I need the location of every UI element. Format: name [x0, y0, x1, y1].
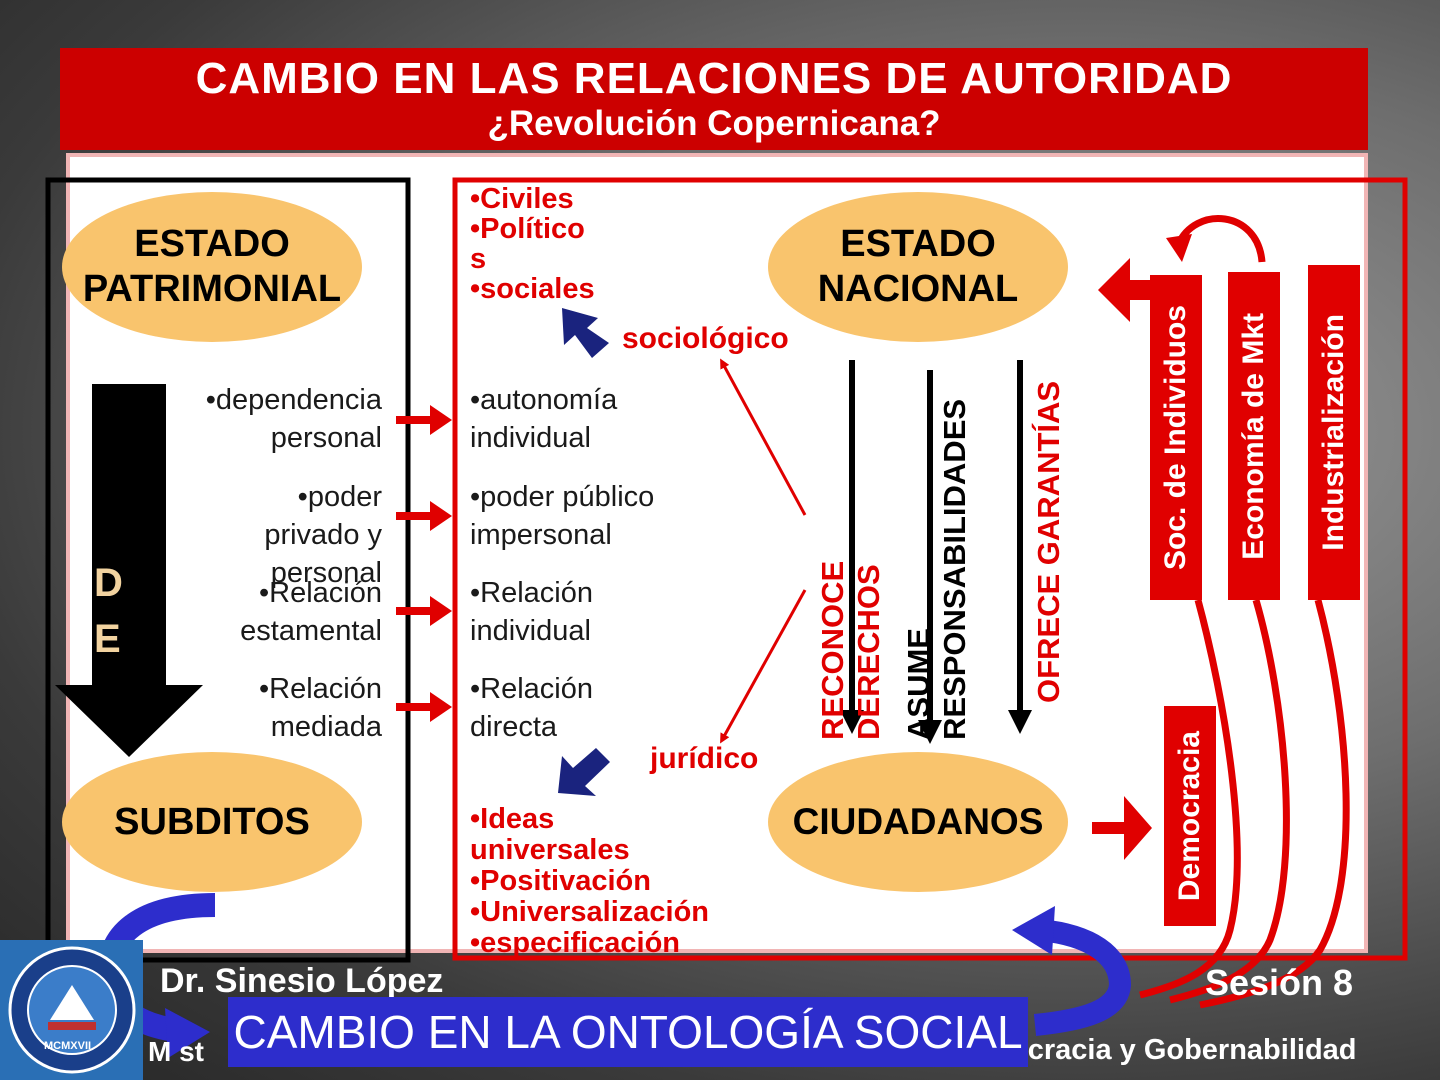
- juridico-label: jurídico: [650, 742, 759, 775]
- rights-list: •Civiles •Político s •sociales: [470, 184, 595, 304]
- letter-d: D: [94, 561, 123, 605]
- left-item-1-line-2: personal: [270, 422, 382, 454]
- ciudadanos-label: CIUDADANOS: [792, 801, 1044, 843]
- estado-patrimonial-oval: ESTADO PATRIMONIAL: [62, 192, 362, 342]
- responsabilidades-label: RESPONSABILIDADES: [937, 398, 972, 740]
- letter-e: E: [94, 617, 121, 661]
- estado-patrimonial-label: ESTADO PATRIMONIAL: [82, 223, 342, 310]
- slide-subtitle: ¿Revolución Copernicana?: [487, 104, 941, 143]
- left-frame: [45, 177, 411, 963]
- democracia-label: Democracia: [1173, 730, 1206, 902]
- left-item-4-line-2: mediada: [270, 711, 382, 743]
- left-item-4: •Relación mediada: [170, 670, 382, 746]
- de-letters: D E: [94, 555, 123, 667]
- estado-nacional-label: ESTADO NACIONAL: [817, 223, 1019, 310]
- left-item-3: •Relación estamental: [170, 574, 382, 650]
- sociologico-line: [720, 358, 807, 516]
- middle-item-4-line-1: •Relación: [470, 673, 593, 705]
- middle-item-3: •Relación individual: [470, 574, 593, 650]
- to-estado-arrow: [1098, 258, 1160, 322]
- subditos-oval: SUBDITOS: [62, 752, 362, 892]
- left-item-3-line-1: •Relación: [259, 577, 382, 609]
- left-item-4-line-1: •Relación: [259, 673, 382, 705]
- derechos-label: DERECHOS: [851, 564, 886, 740]
- session-label: Sesión 8: [1205, 962, 1354, 1003]
- left-item-2-line-3: personal: [270, 557, 382, 589]
- middle-item-4-line-2: directa: [470, 711, 558, 743]
- asume-label: ASUME: [901, 628, 936, 740]
- rights-sociales: •sociales: [470, 273, 595, 305]
- estado-nacional-oval: ESTADO NACIONAL: [768, 192, 1068, 342]
- economia-mkt-bar: Economía de Mkt: [1228, 272, 1280, 600]
- course-left-fragment: M st: [148, 1036, 204, 1067]
- de-arrow: [55, 384, 203, 757]
- soc-individuos-label: Soc. de Individuos: [1159, 304, 1192, 571]
- ideas-item-3: •Positivación: [470, 865, 651, 897]
- curved-arrow: [1174, 215, 1266, 263]
- juridico-line: [720, 589, 807, 744]
- economia-mkt-label: Economía de Mkt: [1237, 312, 1270, 560]
- juridico-arrow: [558, 748, 610, 796]
- middle-item-3-line-2: individual: [470, 615, 591, 647]
- left-item-2-line-1: •poder: [297, 481, 382, 513]
- to-democracia-arrow: [1092, 796, 1152, 860]
- blue-curve-right: [1033, 919, 1132, 1036]
- industrializacion-bar: Industrialización: [1308, 265, 1360, 600]
- reconoce-label: RECONOCE: [815, 560, 850, 740]
- left-item-1-line-1: •dependencia: [205, 384, 382, 416]
- ontologia-banner-label: CAMBIO EN LA ONTOLOGÍA SOCIAL: [233, 1006, 1023, 1058]
- subditos-label: SUBDITOS: [114, 800, 310, 843]
- sociologico-label: sociológico: [622, 322, 789, 355]
- middle-item-2-line-2: impersonal: [470, 519, 612, 551]
- middle-item-1: •autonomía individual: [470, 381, 617, 457]
- democracia-bar: Democracia: [1164, 706, 1216, 926]
- left-item-1: •dependencia personal: [170, 381, 382, 457]
- author-label: Dr. Sinesio López: [160, 962, 444, 1000]
- university-seal-icon: [0, 940, 143, 1080]
- ideas-item-2: universales: [470, 834, 630, 866]
- rights-politicos: •Político: [470, 213, 585, 245]
- middle-item-1-line-2: individual: [470, 422, 591, 454]
- title-banner: CAMBIO EN LAS RELACIONES DE AUTORIDAD ¿R…: [60, 48, 1368, 150]
- left-item-3-line-2: estamental: [240, 615, 382, 647]
- seal-text: MCMXVII: [44, 1040, 92, 1052]
- middle-item-1-line-1: •autonomía: [470, 384, 618, 416]
- ofrece-garantias-label: OFRECE GARANTÍAS: [1031, 380, 1066, 703]
- rights-politicos-suffix: s: [470, 243, 487, 275]
- rights-civiles: •Civiles: [470, 183, 574, 215]
- red-swooshes: [1139, 599, 1350, 1009]
- left-item-2-line-2: privado y: [264, 519, 382, 551]
- ideas-item-1: •Ideas: [470, 803, 555, 835]
- slide-title: CAMBIO EN LAS RELACIONES DE AUTORIDAD: [195, 54, 1233, 103]
- industrializacion-label: Industrialización: [1317, 314, 1350, 551]
- middle-item-3-line-1: •Relación: [470, 577, 593, 609]
- middle-item-2-line-1: •poder público: [470, 481, 655, 513]
- ciudadanos-oval: CIUDADANOS: [768, 752, 1068, 892]
- right-frame: [452, 177, 1408, 961]
- middle-item-2: •poder público impersonal: [470, 478, 654, 554]
- ideas-item-5: •especificación: [470, 927, 681, 959]
- course-right-fragment: ocracia y Gobernabilidad: [1010, 1034, 1357, 1066]
- sociologico-arrow: [562, 308, 609, 358]
- ontologia-banner: CAMBIO EN LA ONTOLOGÍA SOCIAL: [228, 997, 1028, 1067]
- transition-arrows: [396, 405, 452, 722]
- left-item-2: •poder privado y personal: [170, 478, 382, 592]
- ideas-item-4: •Universalización: [470, 896, 710, 928]
- state-citizen-arrows: [840, 360, 1032, 744]
- middle-item-4: •Relación directa: [470, 670, 593, 746]
- ideas-list: •Ideas universales •Positivación •Univer…: [470, 804, 709, 959]
- soc-individuos-bar: Soc. de Individuos: [1150, 275, 1202, 600]
